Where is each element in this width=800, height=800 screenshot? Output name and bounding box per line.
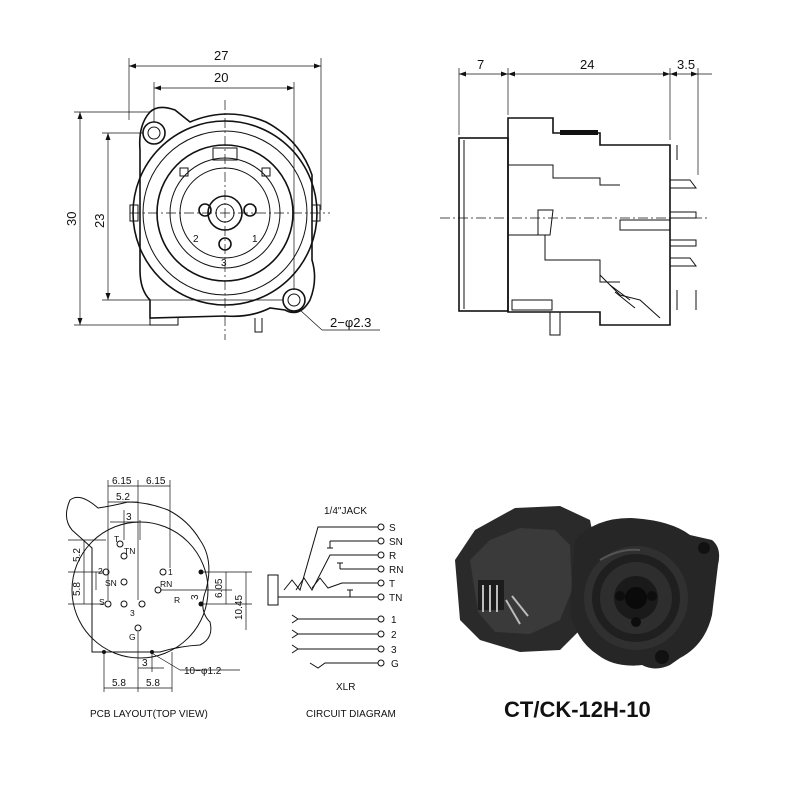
pcb-layout: T TN 2 SN S 1 RN R 3 G 6.15 6.15 5.2 3 5… xyxy=(66,476,252,720)
pcb-dim-6-05: 6.05 xyxy=(214,578,225,598)
xlr-pin-2: 2 xyxy=(391,630,397,641)
pcb-dim-5-8v: 5.8 xyxy=(72,582,83,596)
pcb-pin-T: T xyxy=(114,534,119,544)
front-pin-1: 1 xyxy=(252,234,258,245)
front-pin-2: 2 xyxy=(193,234,199,245)
circuit-diagram: 1/4"JACK S SN R RN T TN 1 2 3 G xyxy=(267,506,403,720)
pcb-pin-SN: SN xyxy=(105,578,117,588)
circuit-caption: CIRCUIT DIAGRAM xyxy=(306,709,396,720)
pcb-dim-6-15a: 6.15 xyxy=(112,476,132,487)
pcb-dim-3b: 3 xyxy=(142,658,148,669)
pcb-pin-1: 1 xyxy=(168,567,173,577)
dim-23: 23 xyxy=(92,214,107,228)
dim-hole: 2−φ2.3 xyxy=(330,315,371,330)
xlr-pin-3: 3 xyxy=(391,645,397,656)
model-number: CT/CK-12H-10 xyxy=(504,697,651,722)
pcb-dim-3a: 3 xyxy=(126,512,132,523)
dim-24: 24 xyxy=(580,57,594,72)
jack-pin-S: S xyxy=(389,523,396,534)
pcb-dim-5-8b: 5.8 xyxy=(146,678,160,689)
jack-pin-TN: TN xyxy=(389,593,402,604)
side-view: 7 24 3.5 xyxy=(440,57,712,336)
pcb-pin-RN: RN xyxy=(160,579,172,589)
jack-pin-RN: RN xyxy=(389,565,403,576)
pcb-pin-2: 2 xyxy=(98,566,103,576)
pcb-pin-3: 3 xyxy=(130,608,135,618)
pcb-dim-5-8a: 5.8 xyxy=(112,678,126,689)
pcb-dim-3v: 3 xyxy=(190,594,201,600)
pcb-dim-5-2: 5.2 xyxy=(116,492,130,503)
jack-pin-T: T xyxy=(389,579,395,590)
pcb-dim-10-45: 10.45 xyxy=(234,595,245,620)
front-pin-3: 3 xyxy=(221,258,227,269)
dim-30: 30 xyxy=(64,212,79,226)
xlr-pin-G: G xyxy=(391,659,399,670)
pcb-pin-S: S xyxy=(99,597,105,607)
product-photo xyxy=(455,506,720,669)
pcb-dim-hole: 10−φ1.2 xyxy=(184,666,222,677)
pcb-pin-G: G xyxy=(129,632,136,642)
dim-7: 7 xyxy=(477,57,484,72)
dim-20: 20 xyxy=(214,70,228,85)
xlr-label: XLR xyxy=(336,682,355,693)
dim-27: 27 xyxy=(214,48,228,63)
pcb-caption: PCB LAYOUT(TOP VIEW) xyxy=(90,709,208,720)
jack-title: 1/4"JACK xyxy=(324,506,367,517)
jack-pin-R: R xyxy=(389,551,396,562)
front-view: 2 1 3 27 20 30 23 2−φ2.3 xyxy=(64,48,380,340)
dim-3-5: 3.5 xyxy=(677,57,695,72)
pcb-pin-TN: TN xyxy=(124,546,135,556)
jack-pin-SN: SN xyxy=(389,537,403,548)
pcb-dim-5-2v: 5.2 xyxy=(72,548,83,562)
pcb-dim-6-15b: 6.15 xyxy=(146,476,166,487)
xlr-pin-1: 1 xyxy=(391,615,397,626)
pcb-pin-R: R xyxy=(174,595,180,605)
